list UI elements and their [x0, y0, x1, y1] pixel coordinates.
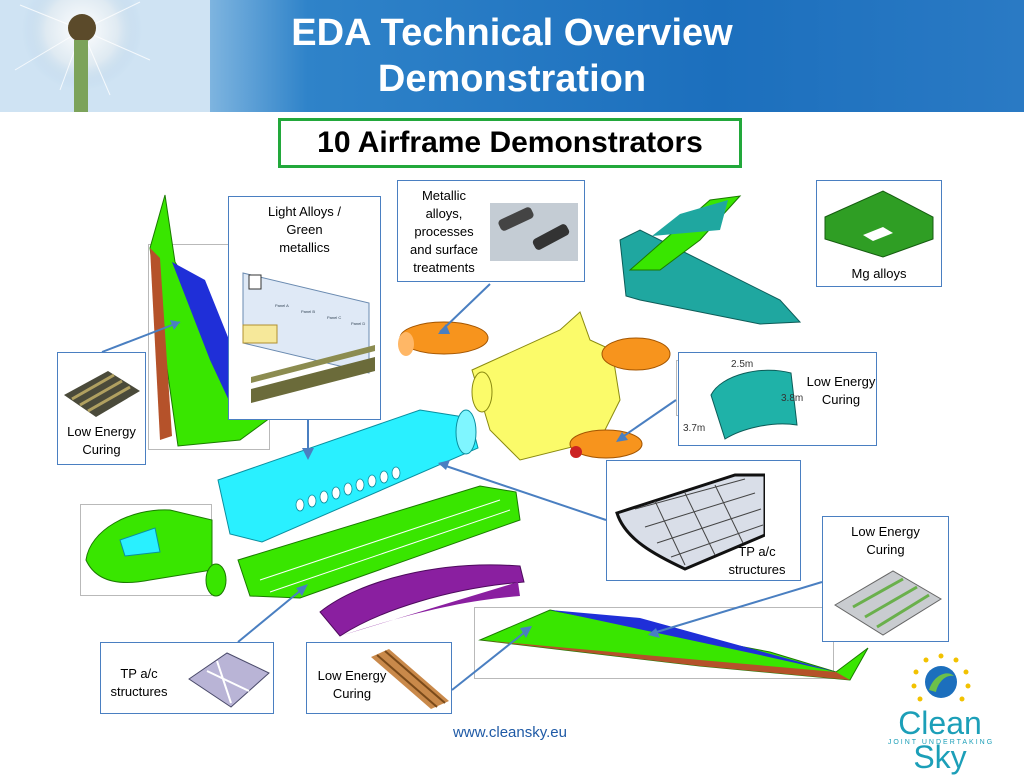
- light-alloys-line3: metallics: [279, 240, 330, 255]
- clean-sky-logo-text: Clean Sky: [898, 705, 982, 775]
- main-wing-right: [478, 609, 869, 681]
- fuselage-cyan-part: [217, 409, 479, 543]
- header-banner: EDA Technical Overview Demonstration: [0, 0, 1024, 112]
- callout-metallic-alloys: Metallic alloys, processes and surface t…: [397, 180, 585, 282]
- fuselage-panel-image: Panel A Panel B Panel C Panel D: [242, 272, 375, 403]
- subtitle-box: 10 Airframe Demonstrators: [278, 118, 742, 168]
- dimension-3-7m: 3.7m: [683, 423, 705, 434]
- nacelle-orange-2: [601, 337, 671, 371]
- low-energy-wing-line1: Low Energy: [851, 524, 920, 539]
- curing-sample-bottom-image: [371, 649, 449, 709]
- low-energy-bottom-line2: Curing: [332, 686, 372, 701]
- rear-fuselage-yellow: [471, 311, 621, 461]
- nacelle-orange-3: [569, 429, 643, 459]
- callout-low-energy-rear: 2.5m 3.8m 3.7m Low Energy Curing: [678, 352, 877, 446]
- light-alloys-line1: Light Alloys /: [268, 204, 341, 219]
- mg-alloys-label: Mg alloys: [851, 266, 907, 281]
- page-title-line1: EDA Technical Overview: [291, 12, 733, 54]
- metallic-line3: processes: [414, 224, 474, 239]
- low-energy-rear-line2: Curing: [821, 392, 861, 407]
- website-link[interactable]: www.cleansky.eu: [453, 724, 567, 741]
- callout-tp-structures-bottom: TP a/c structures: [100, 642, 274, 714]
- clean-sky-logo-icon: [911, 653, 971, 702]
- callout-light-alloys: Light Alloys / Green metallics Panel A P…: [228, 196, 381, 420]
- empennage-teal: [619, 195, 802, 325]
- callout-low-energy-left: Low Energy Curing: [57, 352, 146, 465]
- metallic-parts-image: [490, 203, 578, 261]
- dandelion-image: [0, 0, 210, 112]
- nose-cockpit-part: [85, 509, 227, 597]
- tp-right-line2: structures: [728, 562, 786, 577]
- panel-c-label: Panel C: [327, 315, 341, 320]
- arrowheads: [170, 320, 660, 638]
- callout-tp-structures-right: TP a/c structures: [606, 460, 801, 581]
- low-energy-bottom-line1: Low Energy: [317, 668, 387, 683]
- metallic-line5: treatments: [413, 260, 475, 275]
- panel-a-label: Panel A: [275, 303, 289, 308]
- callout-low-energy-wing: Low Energy Curing: [822, 516, 949, 642]
- metallic-line2: alloys,: [425, 206, 463, 221]
- panel-b-label: Panel B: [301, 309, 315, 314]
- tp-panel-image: [188, 652, 270, 708]
- panel-d-label: Panel D: [351, 321, 365, 326]
- metallic-line4: and surface: [410, 242, 478, 257]
- nacelle-orange-1: [398, 321, 489, 356]
- low-energy-left-line2: Curing: [82, 442, 121, 457]
- low-energy-wing-line2: Curing: [866, 542, 905, 557]
- curved-shell-image: 2.5m 3.8m 3.7m: [683, 359, 803, 440]
- curing-sample-left-image: [64, 371, 140, 417]
- wing-bottom-outline-box: [474, 607, 834, 679]
- low-energy-left-line1: Low Energy: [67, 424, 136, 439]
- tp-bottom-line1: TP a/c: [120, 666, 158, 681]
- mg-alloys-image: [824, 190, 934, 258]
- metallic-line1: Metallic: [421, 188, 467, 203]
- tp-frame-image: [615, 473, 765, 571]
- tp-bottom-line2: structures: [110, 684, 168, 699]
- light-alloys-line2: Green: [286, 222, 323, 237]
- clean-sky-logo-subtext: JOINT UNDERTAKING: [887, 739, 995, 746]
- callout-low-energy-bottom: Low Energy Curing: [306, 642, 452, 714]
- belly-fairing-purple: [319, 564, 525, 637]
- dimension-3-8m: 3.8m: [781, 393, 803, 404]
- callout-mg-alloys: Mg alloys: [816, 180, 942, 287]
- stiffened-panel-image: [834, 570, 942, 636]
- tp-right-line1: TP a/c: [738, 544, 776, 559]
- page-title-line2: Demonstration: [377, 58, 647, 100]
- low-energy-rear-line1: Low Energy: [806, 374, 876, 389]
- dimension-2-5m: 2.5m: [731, 359, 753, 370]
- lower-structure-green: [237, 485, 521, 599]
- connector-arrows: [101, 283, 823, 691]
